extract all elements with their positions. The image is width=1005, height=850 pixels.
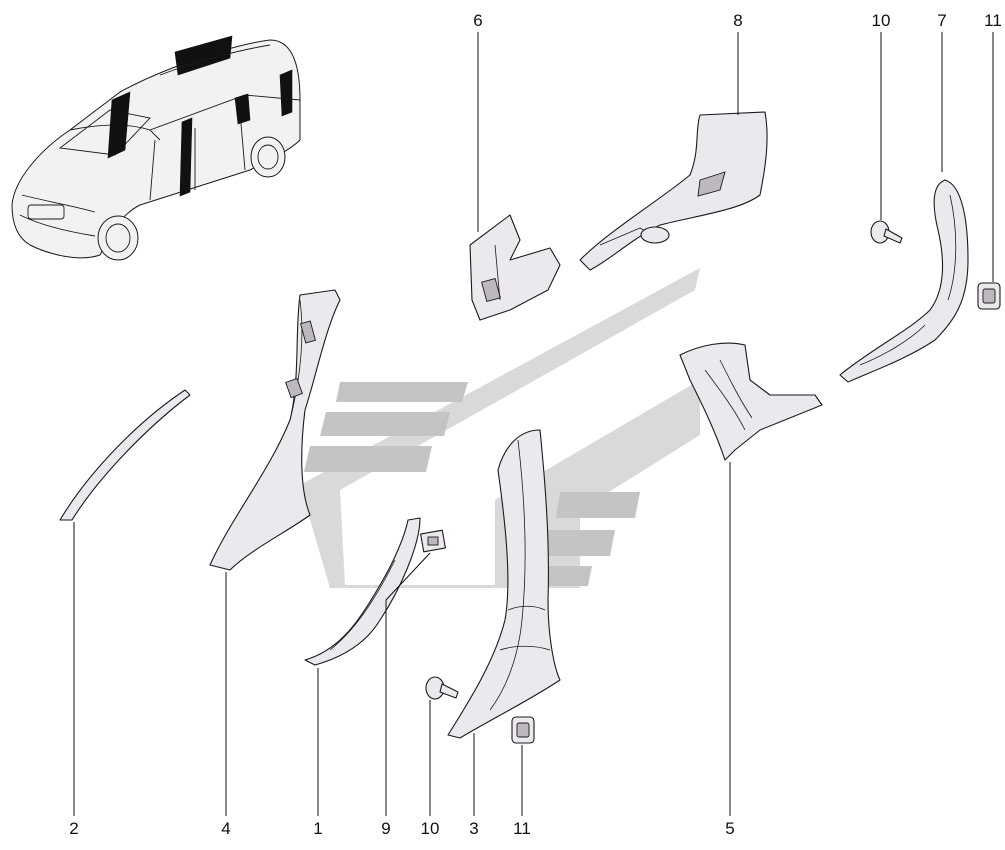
part-8-quarter-panel [579, 111, 768, 271]
label-2: 2 [69, 819, 78, 838]
label-6: 6 [473, 11, 482, 30]
label-3: 3 [469, 819, 478, 838]
part-10-screw-lower [425, 676, 459, 700]
watermark-logo [300, 268, 700, 588]
label-10-top: 10 [872, 11, 891, 30]
part-10-screw-upper [870, 220, 903, 244]
label-5: 5 [725, 819, 734, 838]
part-9-clip [420, 529, 446, 553]
part-11-clip-upper [977, 282, 1001, 310]
label-10-bottom: 10 [421, 819, 440, 838]
part-5-side-panel [679, 342, 823, 461]
leader-lines-bottom [73, 462, 731, 816]
label-8: 8 [733, 11, 742, 30]
label-7: 7 [937, 11, 946, 30]
labels-bottom: 2 4 1 9 10 3 11 5 [69, 819, 734, 838]
part-11-clip-lower [511, 716, 535, 744]
part-1-lower-trim [304, 517, 421, 666]
part-7-c-pillar [839, 179, 969, 383]
leader-lines-top [477, 32, 994, 282]
part-6-panel [469, 214, 561, 321]
part-4-pillar-trim [209, 289, 341, 571]
label-1: 1 [313, 819, 322, 838]
label-11-bottom: 11 [513, 819, 531, 838]
label-11-top: 11 [984, 11, 1002, 30]
label-4: 4 [221, 819, 230, 838]
car-illustration [11, 35, 301, 261]
label-9: 9 [381, 819, 390, 838]
part-2-moulding [59, 389, 191, 521]
part-3-b-pillar [447, 429, 561, 739]
labels-top: 6 8 10 7 11 [473, 11, 1002, 30]
